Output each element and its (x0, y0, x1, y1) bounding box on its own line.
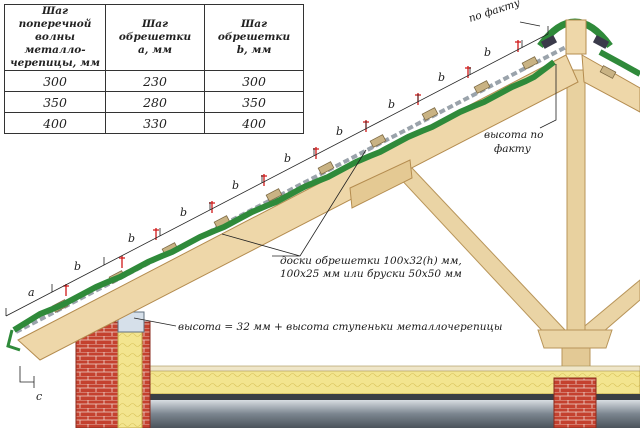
batten-spacing-table: Шаг поперечной волны металло- черепицы, … (4, 4, 304, 134)
rafter-right (581, 54, 640, 113)
height-formula-label: высота = 32 мм + высота ступеньки металл… (178, 321, 502, 333)
screw (515, 40, 521, 52)
batten (317, 161, 335, 175)
table-cell: 230 (105, 70, 205, 92)
leader-height-formula (133, 317, 177, 327)
screw (119, 256, 125, 268)
height-by-fact-label-line1: высота по (484, 129, 544, 141)
offset-c-bracket (19, 366, 35, 388)
table-header-row: Шаг поперечной волны металло- черепицы, … (4, 4, 304, 71)
leader-battens (221, 149, 367, 257)
table-cell: 280 (105, 91, 205, 113)
spacing-a-label: a (28, 286, 35, 299)
table-cell: 350 (204, 91, 304, 113)
diagonal-strut-left (395, 167, 566, 339)
batten (265, 188, 283, 202)
batten (473, 80, 491, 94)
spacing-b-label: b (484, 46, 491, 59)
metal-tile (6, 18, 640, 352)
header-tile-wave-pitch: Шаг поперечной волны металло- черепицы, … (4, 4, 106, 71)
spacing-b-label: b (438, 71, 445, 84)
batten (421, 107, 439, 121)
header-spacing-b: Шаг обрешетки b, мм (204, 4, 304, 71)
table-cell: 330 (105, 112, 205, 134)
header-spacing-a: Шаг обрешетки a, мм (105, 4, 205, 71)
metal-tile-right (598, 49, 640, 77)
spacing-b-label: b (232, 179, 239, 192)
height-by-fact-label-line2: факту (494, 143, 532, 155)
drip-edge (6, 329, 21, 352)
spacing-b-label: b (180, 206, 187, 219)
table-cell: 350 (4, 91, 106, 113)
post-bracket (537, 329, 613, 349)
by-fact-top-label: по факту (467, 0, 522, 25)
table-cell: 400 (4, 112, 106, 134)
spacing-b-label: b (388, 98, 395, 111)
wall-insulation-left (117, 329, 143, 428)
truss-frame (395, 69, 640, 371)
ridge-seal-left (540, 35, 558, 49)
battens-label-line1: доски обрешетки 100х32(h) мм, (280, 255, 462, 267)
offset-c-label: c (36, 390, 42, 403)
spacing-dimensions (5, 26, 549, 317)
ceiling-board (149, 365, 640, 372)
ridge-seal-right (592, 35, 610, 49)
table-cell: 300 (204, 70, 304, 92)
table-cell: 400 (204, 112, 304, 134)
dimension-line (5, 33, 549, 317)
brick-wall-center (553, 377, 597, 428)
collar-block (349, 159, 413, 209)
leader-height-by-fact (539, 64, 557, 129)
ceiling-beam (150, 394, 640, 402)
spacing-b-label: b (74, 260, 81, 273)
metal-tile-left (12, 59, 556, 333)
ridge-board (565, 19, 587, 55)
batten (369, 134, 387, 148)
battens-label-line2: 100х25 мм или бруски 50х50 мм (280, 268, 462, 280)
spacing-b-label: b (336, 125, 343, 138)
table-row: 400 330 400 (4, 112, 304, 134)
table-cell: 300 (4, 70, 106, 92)
diagonal-strut-right (579, 279, 640, 339)
table-row: 300 230 300 (4, 70, 304, 92)
spacing-b-label: b (284, 152, 291, 165)
leader-by-fact (519, 21, 541, 27)
batten (599, 65, 617, 79)
callout-leaders (133, 21, 557, 327)
king-post (566, 69, 586, 371)
spacing-b-label: b (128, 232, 135, 245)
tick-marks (5, 26, 549, 316)
batten (521, 56, 539, 70)
table-row: 350 280 350 (4, 91, 304, 113)
